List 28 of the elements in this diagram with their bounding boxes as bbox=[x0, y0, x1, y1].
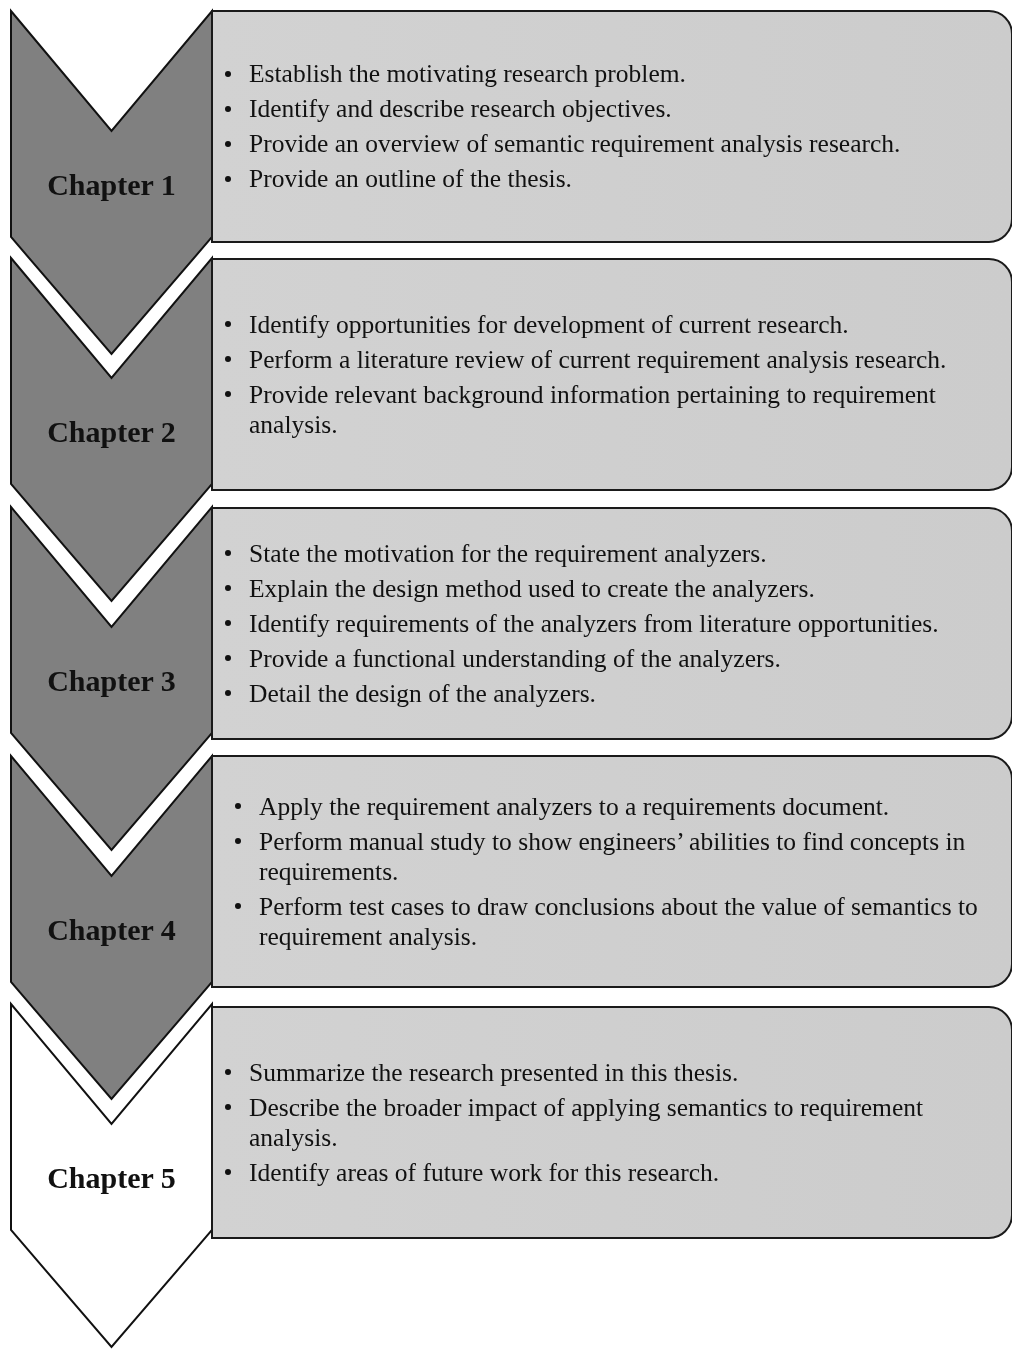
content-box bbox=[211, 1006, 1012, 1239]
bullet-text: Perform a literature review of current requirement analysis research. bbox=[249, 344, 948, 375]
bullet-text: State the motivation for the requirement analyzers. bbox=[249, 538, 768, 569]
bullet-text: Identify areas of future work for this research. bbox=[249, 1157, 721, 1188]
chapter-label: Chapter 3 bbox=[46, 664, 177, 698]
chapter-label: Chapter 2 bbox=[46, 415, 177, 449]
bullet-text: Provide an overview of semantic requirement analysis research. bbox=[249, 129, 902, 159]
bullet-text: Detail the design of the analyzers. bbox=[249, 678, 597, 709]
content-box bbox=[211, 507, 1012, 740]
bullet-text: Provide relevant background information pertaining to requirement analysis. bbox=[249, 379, 937, 440]
chapter-label: Chapter 5 bbox=[46, 1161, 177, 1195]
bullet-text: Provide an outline of the thesis. bbox=[249, 164, 573, 194]
chapter-label: Chapter 1 bbox=[46, 168, 177, 202]
content-box bbox=[211, 755, 1012, 988]
bullet-text: Summarize the research presented in this thesis. bbox=[249, 1057, 740, 1088]
content-box bbox=[211, 10, 1012, 243]
bullet-text: Establish the motivating research problem. bbox=[249, 59, 687, 89]
chapter-label: Chapter 4 bbox=[46, 913, 177, 947]
bullet-text: Provide a functional understanding of the analyzers. bbox=[249, 643, 782, 674]
bullet-text: Explain the design method used to create the analyzers. bbox=[249, 573, 816, 604]
bullet-text: Perform manual study to show engineers’ abilities to find concepts in requirements. bbox=[259, 826, 967, 887]
bullet-text: Perform test cases to draw conclusions about the value of semantics to requirement analysis. bbox=[259, 891, 979, 952]
bullet-text: Identify requirements of the analyzers from literature opportunities. bbox=[249, 608, 940, 639]
content-box bbox=[211, 258, 1012, 491]
bullet-text: Apply the requirement analyzers to a requirements document. bbox=[259, 791, 891, 822]
bullet-text: Identify and describe research objectives. bbox=[249, 94, 673, 124]
bullet-text: Identify opportunities for development of current research. bbox=[249, 309, 850, 340]
bullet-text: Describe the broader impact of applying semantics to requirement analysis. bbox=[249, 1092, 925, 1153]
